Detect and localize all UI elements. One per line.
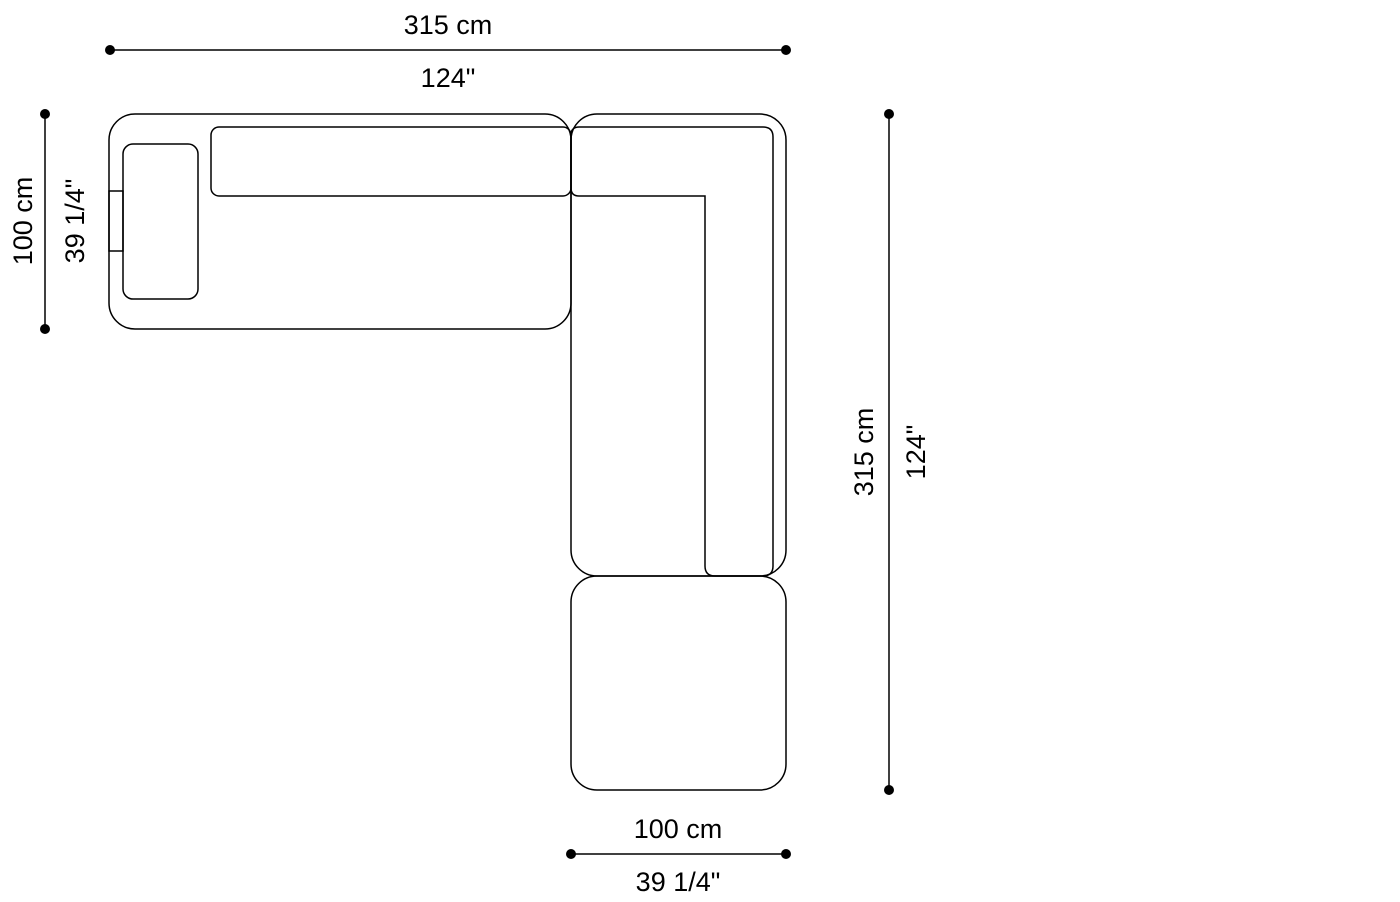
dimension-endpoint <box>884 785 894 795</box>
top-dimension-imperial: 124" <box>421 63 476 93</box>
dimension-endpoint <box>884 109 894 119</box>
left-dimension-metric: 100 cm <box>8 177 38 266</box>
dimension-endpoint <box>781 45 791 55</box>
right-dimension-metric: 315 cm <box>849 408 879 497</box>
armrest-notch <box>108 190 124 252</box>
dimension-endpoint <box>40 109 50 119</box>
dimension-endpoint <box>105 45 115 55</box>
dimension-endpoint <box>566 849 576 859</box>
bottom-dimension-metric: 100 cm <box>634 814 723 844</box>
top-dimension: 315 cm 124" <box>105 10 791 93</box>
dimension-endpoint <box>781 849 791 859</box>
dimension-endpoint <box>40 324 50 334</box>
bottom-dimension-imperial: 39 1/4" <box>636 867 721 897</box>
right-dimension-imperial: 124" <box>901 425 931 480</box>
left-sofa-module <box>108 113 572 330</box>
back-cushion <box>210 126 572 197</box>
top-dimension-metric: 315 cm <box>404 10 493 40</box>
corner-back-cushion <box>570 126 774 577</box>
bottom-dimension: 100 cm 39 1/4" <box>566 814 791 897</box>
corner-sofa-module <box>570 113 787 577</box>
right-dimension: 315 cm 124" <box>849 109 931 795</box>
left-dimension-imperial: 39 1/4" <box>60 179 90 264</box>
left-module-outline <box>108 113 572 330</box>
left-dimension: 100 cm 39 1/4" <box>8 109 90 334</box>
ottoman-module <box>570 575 787 791</box>
side-cushion <box>122 143 199 300</box>
corner-module-outline <box>570 113 787 577</box>
